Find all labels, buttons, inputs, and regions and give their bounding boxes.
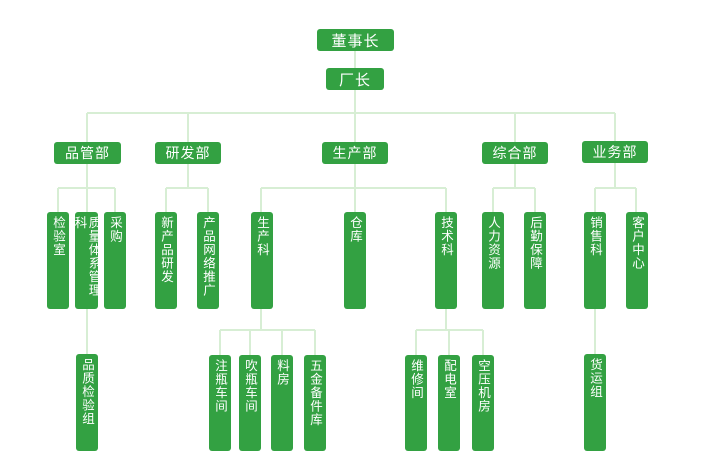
unit-bottle-injection: 注瓶车间 <box>209 355 231 451</box>
unit-hardware-spares: 五金备件库 <box>304 355 326 451</box>
dept-general-box: 综合部 <box>482 142 548 164</box>
unit-inspection-room: 检验室 <box>47 212 69 309</box>
unit-logistics: 后勤保障 <box>524 212 546 309</box>
unit-product-promotion-label: 产品网络推广 <box>201 216 216 297</box>
unit-bottle-blowing-label: 吹瓶车间 <box>243 359 258 413</box>
unit-power-room-label: 配电室 <box>442 359 457 400</box>
unit-logistics-label: 后勤保障 <box>528 216 543 270</box>
dept-general-label: 综合部 <box>492 146 538 162</box>
unit-quality-inspection-group: 品质检验组 <box>76 354 98 451</box>
unit-material-room-label: 料房 <box>275 359 290 386</box>
unit-warehouse-label: 仓库 <box>348 216 363 243</box>
unit-freight-group-label: 货运组 <box>588 358 603 399</box>
chairman-box: 董事长 <box>317 29 394 51</box>
dept-business-label: 业务部 <box>592 145 638 161</box>
unit-quality-system-label: 质量体系管理科 <box>72 216 102 297</box>
unit-inspection-room-label: 检验室 <box>51 216 66 257</box>
director-box: 厂长 <box>326 68 384 90</box>
dept-production-label: 生产部 <box>332 146 378 162</box>
director-label: 厂长 <box>338 70 371 89</box>
unit-quality-system: 质量体系管理科 <box>72 212 102 309</box>
dept-production-box: 生产部 <box>322 142 388 164</box>
unit-new-product-dev-label: 新产品研发 <box>159 216 174 284</box>
unit-freight-group: 货运组 <box>584 354 606 451</box>
dept-quality-label: 品管部 <box>65 146 110 162</box>
unit-warehouse: 仓库 <box>344 212 366 309</box>
unit-quality-inspection-group-label: 品质检验组 <box>80 358 95 426</box>
dept-business-box: 业务部 <box>582 141 648 163</box>
chairman-label: 董事长 <box>331 31 380 50</box>
unit-customer-center-label: 客户中心 <box>630 216 645 270</box>
unit-production-section-label: 生产科 <box>255 216 270 257</box>
unit-production-section: 生产科 <box>251 212 273 309</box>
unit-maintenance: 维修间 <box>405 355 427 451</box>
unit-hardware-spares-label: 五金备件库 <box>308 359 323 427</box>
unit-new-product-dev: 新产品研发 <box>155 212 177 309</box>
unit-purchasing: 采购 <box>104 212 126 309</box>
unit-power-room: 配电室 <box>438 355 460 451</box>
dept-rnd-label: 研发部 <box>165 146 211 162</box>
unit-material-room: 料房 <box>271 355 293 451</box>
unit-customer-center: 客户中心 <box>626 212 648 309</box>
unit-air-compressor: 空压机房 <box>472 355 494 451</box>
unit-product-promotion: 产品网络推广 <box>197 212 219 309</box>
unit-bottle-injection-label: 注瓶车间 <box>213 359 228 413</box>
unit-maintenance-label: 维修间 <box>409 359 424 400</box>
unit-bottle-blowing: 吹瓶车间 <box>239 355 261 451</box>
unit-hr: 人力资源 <box>482 212 504 309</box>
unit-hr-label: 人力资源 <box>486 216 501 270</box>
dept-rnd-box: 研发部 <box>155 142 221 164</box>
unit-technical-section: 技术科 <box>435 212 457 309</box>
unit-sales-section: 销售科 <box>584 212 606 309</box>
unit-sales-section-label: 销售科 <box>588 216 603 257</box>
dept-quality-box: 品管部 <box>54 142 121 164</box>
unit-air-compressor-label: 空压机房 <box>476 359 491 413</box>
unit-purchasing-label: 采购 <box>108 216 123 243</box>
unit-technical-section-label: 技术科 <box>439 216 454 257</box>
